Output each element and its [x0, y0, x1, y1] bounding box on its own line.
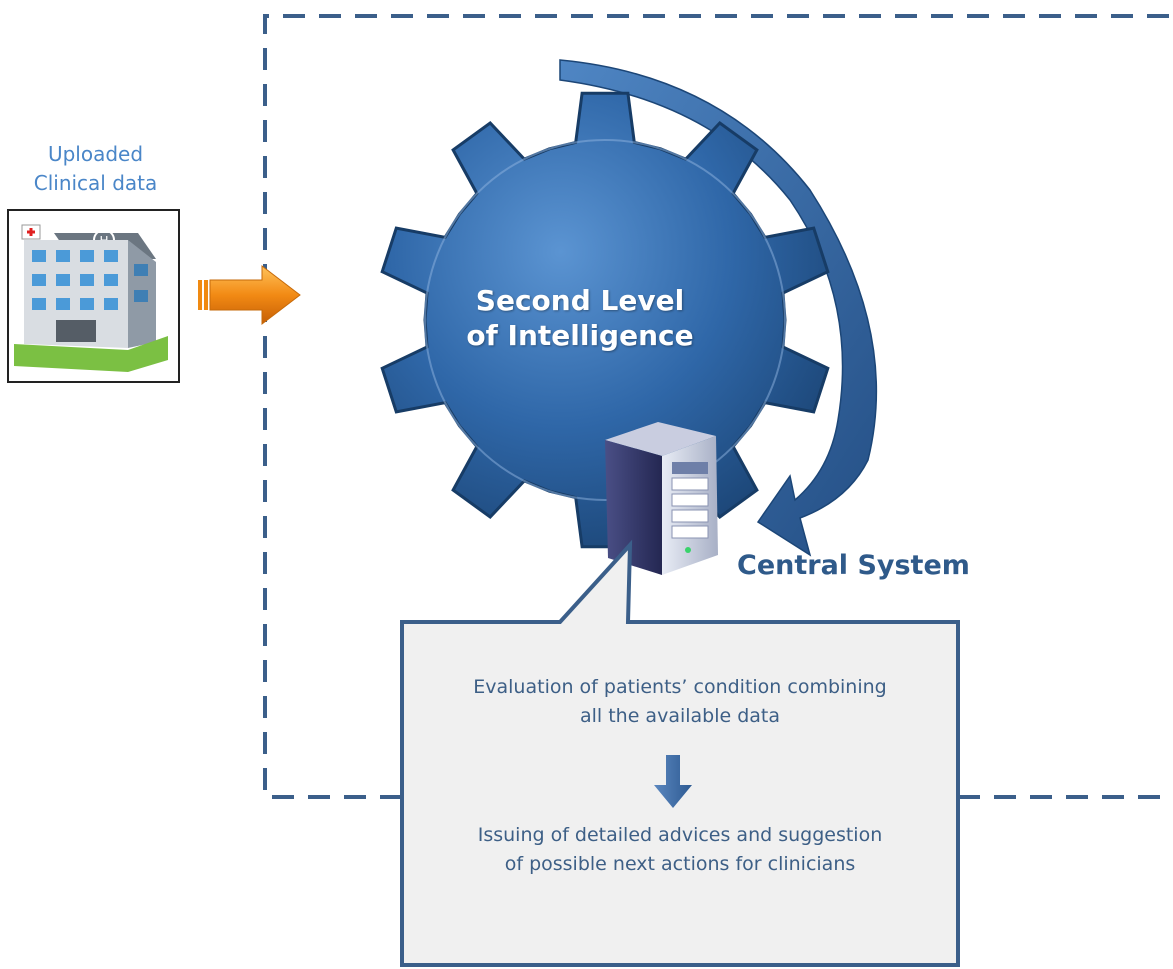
cycle-arrow — [559, 59, 878, 557]
callout-step2-line1: Issuing of detailed advices and suggesti… — [477, 824, 883, 846]
hospital-building-icon: H — [7, 209, 180, 383]
callout-step1: Evaluation of patients’ condition combin… — [402, 673, 958, 731]
callout-step1-line1: Evaluation of patients’ condition combin… — [473, 676, 887, 698]
callout-step2: Issuing of detailed advices and suggesti… — [402, 821, 958, 879]
callout-step1-line2: all the available data — [579, 705, 781, 727]
down-arrow-icon — [654, 755, 692, 808]
input-label: Uploaded Clinical data — [18, 140, 173, 198]
gear-title-line2: of Intelligence — [466, 319, 694, 352]
gear-title: Second Level of Intelligence — [430, 283, 730, 353]
gear-title-line1: Second Level — [475, 284, 685, 317]
server-tower-icon — [605, 422, 718, 575]
callout-step2-line2: of possible next actions for clinicians — [504, 853, 856, 875]
system-boundary — [263, 14, 1173, 799]
central-system-label: Central System — [737, 550, 970, 581]
orange-arrow-icon — [198, 264, 301, 326]
input-label-line2: Clinical data — [33, 171, 158, 195]
input-label-line1: Uploaded — [47, 142, 144, 166]
